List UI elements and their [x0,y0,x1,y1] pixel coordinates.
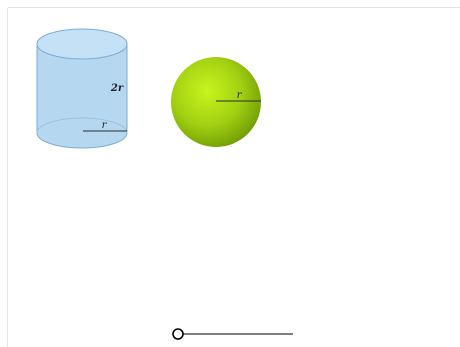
cylinder-base-back-edge [36,117,128,134]
slider[interactable] [172,328,293,340]
sphere: r [171,57,261,147]
sphere-radius-label: r [237,90,243,101]
slider-handle[interactable] [172,328,184,340]
left-border [7,8,8,347]
cylinder-height-label: 2r [110,83,124,94]
top-border [8,7,460,8]
cylinder-top-face [36,28,128,60]
cylinder-body [36,43,128,149]
sphere-body [171,57,261,147]
cylinder-radius-label: r [102,120,108,131]
cylinder: r 2r [36,28,128,149]
